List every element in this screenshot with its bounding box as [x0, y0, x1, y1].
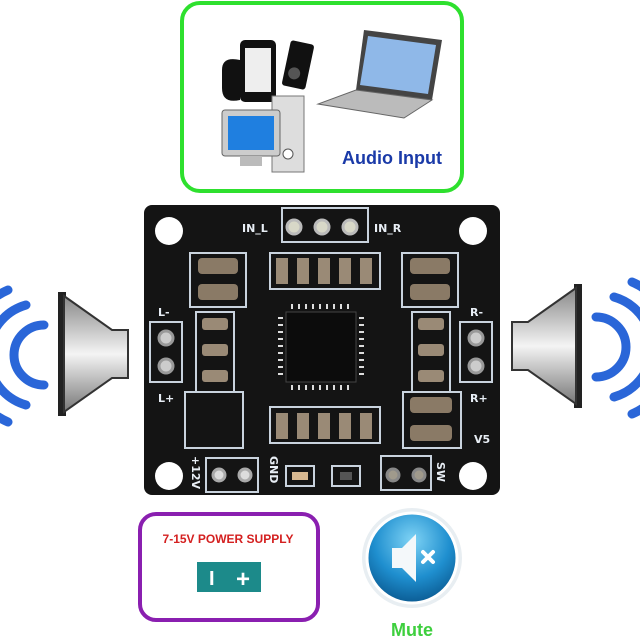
power-supply-panel: 7-15V POWER SUPPLY I + [138, 512, 320, 622]
gnd-label: GND [267, 456, 280, 483]
right-speaker-icon [511, 277, 640, 419]
battery-icon: I + [197, 562, 261, 593]
resistor-component [331, 465, 361, 487]
music-player-icon [282, 40, 314, 90]
right-speaker-terminal [459, 321, 493, 383]
in-l-label: IN_L [242, 222, 268, 235]
mute-button-icon [362, 508, 462, 608]
desktop-computer-icon [221, 95, 305, 173]
led-component [285, 465, 315, 487]
right-sound-waves-icon [591, 277, 640, 419]
left-sound-waves-icon [0, 285, 49, 427]
v5-label: V5 [474, 433, 490, 446]
l-plus-label: L+ [158, 392, 174, 405]
l-minus-label: L- [158, 306, 170, 319]
sw-label: SW [434, 462, 447, 482]
laptop-icon [316, 30, 442, 119]
speaker-muted-icon [392, 534, 416, 582]
left-components [184, 252, 247, 449]
plus-12v-label: +12V [189, 456, 202, 490]
switch-terminal [380, 455, 432, 491]
amplifier-board: IN_L IN_R [144, 205, 500, 495]
r-plus-label: R+ [470, 392, 488, 405]
input-header [281, 207, 369, 243]
top-components [269, 252, 381, 290]
audio-input-panel: Audio Input [180, 1, 464, 193]
bottom-components [269, 406, 381, 444]
right-components [401, 252, 462, 449]
battery-plus: + [236, 566, 250, 593]
left-speaker-icon [0, 285, 129, 427]
mute-label: Mute [391, 620, 433, 640]
amplifier-chip [278, 304, 364, 390]
power-supply-label: 7-15V POWER SUPPLY [163, 532, 294, 546]
mounting-holes [155, 217, 487, 490]
in-r-label: IN_R [374, 222, 402, 235]
left-speaker-terminal [149, 321, 183, 383]
mute-x-icon [421, 550, 435, 564]
battery-minus: I [209, 568, 215, 590]
smartphone-icon [222, 40, 276, 102]
r-minus-label: R- [470, 306, 483, 319]
audio-input-label: Audio Input [342, 148, 442, 168]
power-terminal [205, 457, 259, 493]
